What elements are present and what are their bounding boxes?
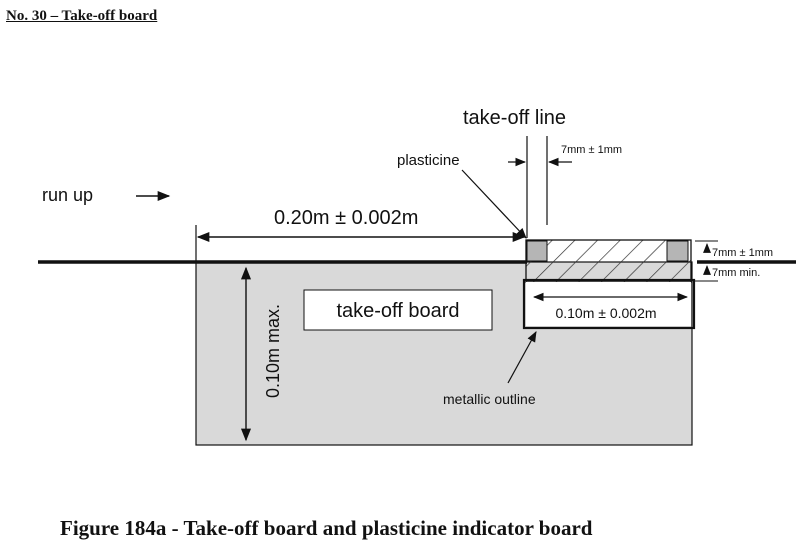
plasticine-label: plasticine — [397, 152, 460, 169]
depth-top-label: 7mm ± 1mm — [712, 247, 773, 259]
take-off-line-label: take-off line — [463, 107, 566, 129]
plasticine-block-right — [666, 240, 689, 262]
board-label-box — [303, 289, 493, 331]
metallic-outline-pointer — [507, 331, 537, 384]
board-depth-label: 0.10m max. — [263, 304, 283, 398]
plasticine-block-left — [526, 240, 548, 262]
depth-min-label: 7mm min. — [712, 267, 760, 279]
gap-width-label: 7mm ± 1mm — [561, 144, 622, 156]
metallic-outline-label: metallic outline — [443, 391, 536, 407]
figure-caption: Figure 184a - Take-off board and plastic… — [60, 516, 593, 540]
indicator-width-label: 0.10m ± 0.002m — [555, 305, 656, 321]
board-distance-label: 0.20m ± 0.002m — [274, 207, 418, 229]
metallic-outline — [522, 278, 696, 330]
indicator-board — [525, 239, 692, 283]
run-up-label: run up — [42, 185, 93, 205]
plasticine-pointer — [461, 169, 527, 239]
indicator-width-label-bg — [541, 303, 671, 323]
section-heading: No. 30 – Take-off board — [6, 8, 158, 24]
board-label: take-off board — [336, 300, 459, 322]
